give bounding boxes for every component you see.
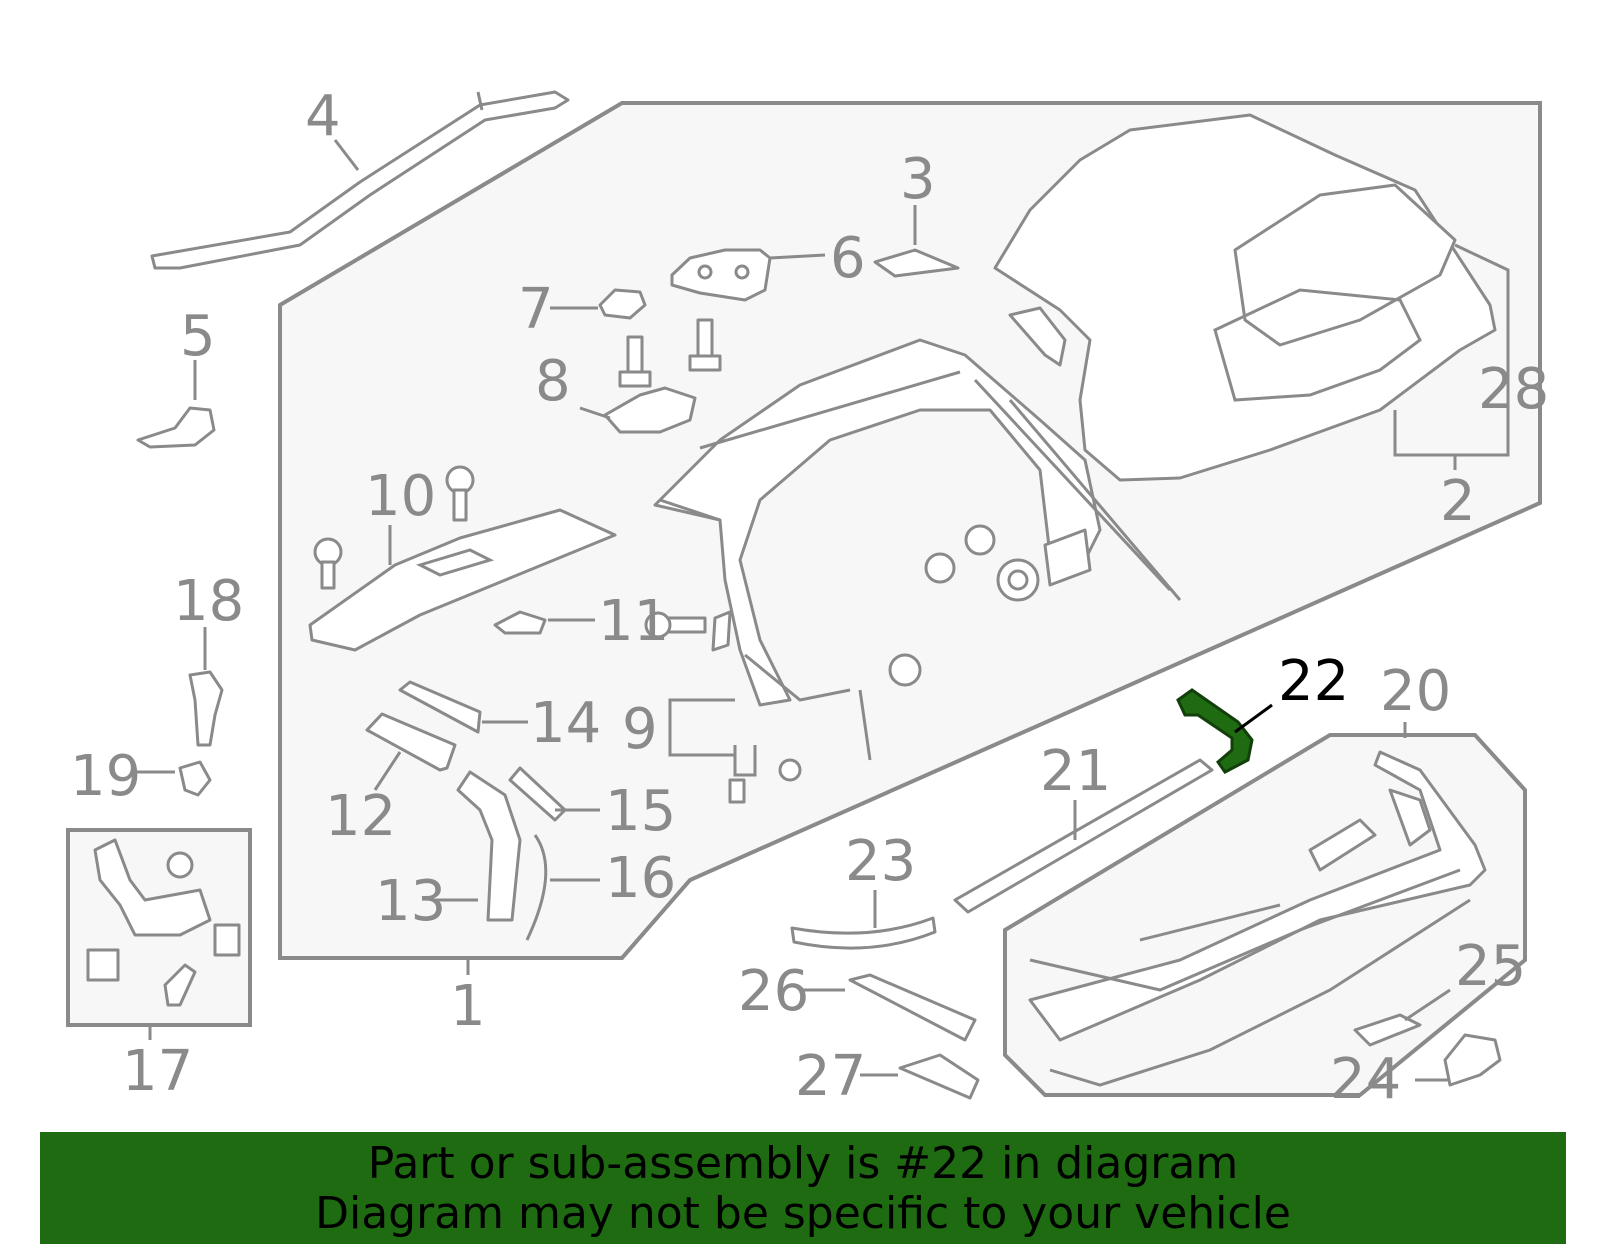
part-19-clip <box>178 760 212 797</box>
callout-8: 8 <box>535 349 571 414</box>
callout-7: 7 <box>518 277 554 342</box>
part-12-bracket <box>365 712 457 772</box>
part-17-hinge-bracket <box>93 838 212 937</box>
bolt <box>696 318 714 362</box>
callout-25: 25 <box>1455 934 1526 999</box>
part-6-bracket <box>670 248 772 302</box>
info-banner: Part or sub-assembly is #22 in diagram D… <box>40 1132 1566 1244</box>
callout-12: 12 <box>325 784 396 849</box>
part-16-seal <box>525 834 548 941</box>
callout-27: 27 <box>795 1044 866 1109</box>
callout-26: 26 <box>738 959 809 1024</box>
part-11-pad <box>493 610 547 635</box>
callout-9: 9 <box>622 697 658 762</box>
part-3-pad <box>873 248 960 278</box>
callout-23: 23 <box>845 829 916 894</box>
callout-1: 1 <box>450 974 486 1039</box>
callout-24: 24 <box>1330 1047 1401 1112</box>
part-27-trim <box>898 1053 980 1100</box>
callout-20: 20 <box>1380 659 1451 724</box>
part-24-bracket <box>1443 1033 1502 1087</box>
callout-22[interactable]: 22 <box>1278 649 1349 714</box>
part-13-pillar-trim <box>456 770 522 922</box>
part-4-rail <box>150 90 570 270</box>
grommet <box>964 524 996 556</box>
callout-16: 16 <box>605 846 676 911</box>
callout-10: 10 <box>365 464 436 529</box>
part-23-strip <box>790 916 937 950</box>
callout-18: 18 <box>173 569 244 634</box>
part-5-bracket <box>136 406 216 449</box>
callout-3: 3 <box>900 147 936 212</box>
callout-19: 19 <box>70 744 141 809</box>
bushing <box>996 558 1040 602</box>
part-18-clip <box>188 670 224 747</box>
callout-28: 28 <box>1478 357 1549 422</box>
callout-14: 14 <box>530 691 601 756</box>
part-8-bracket <box>603 386 697 434</box>
callout-13: 13 <box>375 869 446 934</box>
callout-17: 17 <box>122 1039 193 1104</box>
callout-5: 5 <box>180 304 216 369</box>
part-25-clip <box>1353 1013 1422 1047</box>
callout-21: 21 <box>1040 739 1111 804</box>
part-9-cable <box>733 745 757 777</box>
part-14-strip <box>398 680 482 734</box>
callout-6: 6 <box>830 226 866 291</box>
part-26-trim <box>848 973 977 1042</box>
callout-2: 2 <box>1440 469 1476 534</box>
plug <box>888 653 922 687</box>
part-28-window <box>1233 183 1457 347</box>
part-21-strip <box>953 758 1214 914</box>
part-7-clip <box>598 288 647 320</box>
part-frame <box>653 338 1102 707</box>
part-22-highlighted[interactable] <box>1176 688 1254 774</box>
part-10-shelf <box>308 508 617 652</box>
banner-line-part-number: Part or sub-assembly is #22 in diagram <box>367 1138 1239 1189</box>
callout-4: 4 <box>305 84 341 149</box>
grommet <box>924 552 956 584</box>
banner-line-disclaimer: Diagram may not be specific to your vehi… <box>315 1188 1291 1239</box>
callout-11: 11 <box>598 589 669 654</box>
callout-15: 15 <box>605 779 676 844</box>
